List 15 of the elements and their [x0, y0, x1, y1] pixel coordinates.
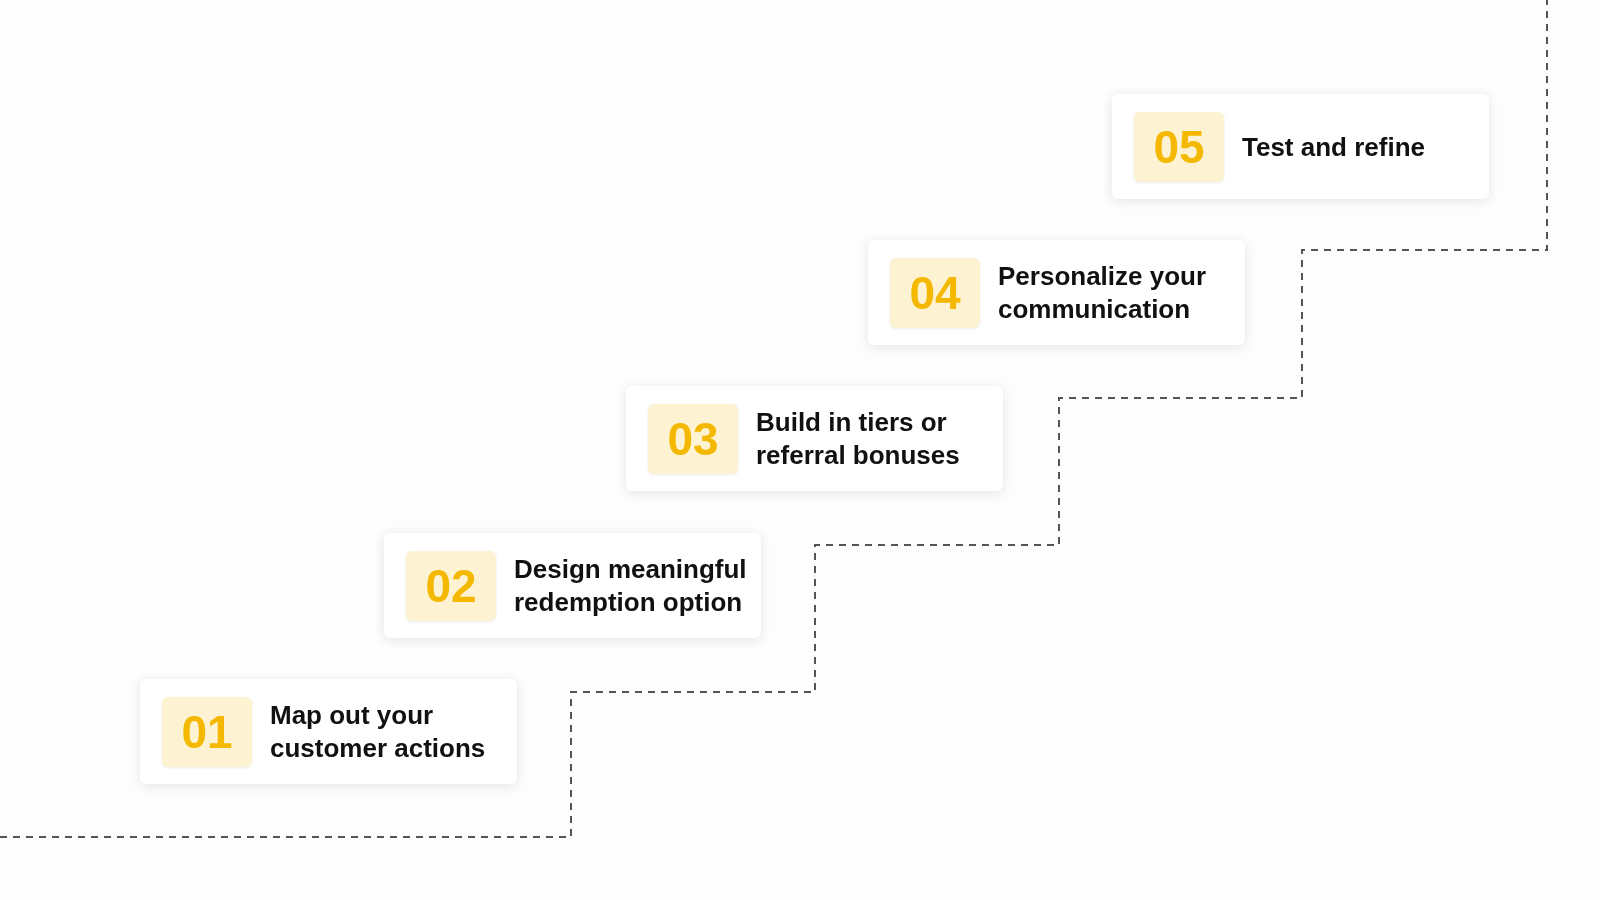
step-text: Personalize your communication	[998, 259, 1208, 326]
step-text: Build in tiers or referral bonuses	[756, 405, 961, 472]
step-number: 02	[406, 551, 496, 621]
step-text: Test and refine	[1242, 130, 1426, 163]
step-number: 03	[648, 404, 738, 474]
step-number: 05	[1134, 112, 1224, 182]
step-text: Design meaningful redemption option	[514, 552, 748, 619]
step-card	[140, 679, 517, 784]
step-card	[626, 386, 1003, 491]
step-text: Map out your customer actions	[270, 698, 487, 765]
step-number: 04	[890, 258, 980, 328]
step-card	[384, 533, 761, 638]
step-card	[1112, 94, 1489, 199]
step-card	[868, 240, 1245, 345]
step-number: 01	[162, 697, 252, 767]
